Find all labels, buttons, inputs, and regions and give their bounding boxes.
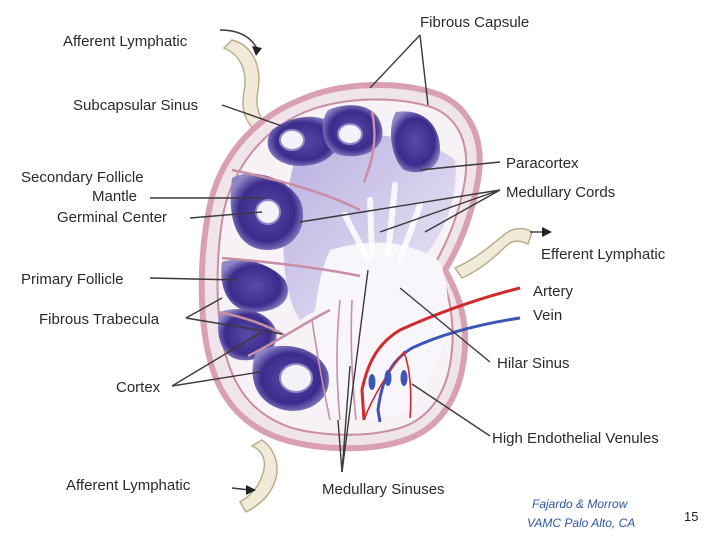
label-hilar-sinus: Hilar Sinus [497, 355, 570, 372]
medullary-sinuses [311, 299, 357, 421]
high-endothelial-venule [384, 370, 392, 386]
arrow-head [252, 46, 262, 56]
afferent-lymphatic-vessel-bottom [238, 439, 278, 513]
medullary-sinus [350, 299, 357, 421]
leader-medullary-sinuses-c [341, 269, 369, 473]
leader-trabecula-b [185, 297, 223, 319]
labels: Afferent Lymphatic Fibrous Capsule Subca… [21, 14, 666, 498]
label-medullary-sinuses: Medullary Sinuses [322, 481, 445, 498]
trabecula [231, 168, 361, 212]
medullary-cord [397, 202, 423, 263]
leader-cortex-b [171, 371, 261, 387]
leader-paracortex [419, 161, 501, 171]
label-vein: Vein [533, 307, 562, 324]
leader-medullary-cords-c [424, 189, 501, 233]
leader-medullary-sinuses-b [341, 365, 351, 473]
follicles [218, 105, 440, 411]
lymph-node [198, 39, 533, 513]
leader-fibrous-capsule-a [369, 34, 421, 89]
germinal-center [279, 363, 313, 393]
high-endothelial-venule [368, 374, 376, 390]
medullary-sinus [336, 299, 341, 421]
hev-loop [363, 350, 412, 421]
leader-germinal-center [189, 211, 263, 219]
medullary-cord [342, 212, 371, 263]
credit-line-1: Fajardo & Morrow [532, 497, 629, 511]
arrow-head [542, 227, 552, 237]
leader-medullary-cords-b [379, 189, 501, 233]
label-afferent-lymphatic-top: Afferent Lymphatic [63, 33, 188, 50]
label-fibrous-capsule: Fibrous Capsule [420, 14, 529, 31]
leader-cortex-a [171, 331, 263, 387]
label-secondary-follicle: Secondary Follicle [21, 169, 144, 186]
page-number: 15 [684, 509, 698, 524]
trabecula [362, 111, 376, 183]
trabecula [221, 256, 361, 278]
leader-primary-follicle [149, 277, 239, 281]
follicle [390, 111, 440, 173]
leader-fibrous-capsule-b [419, 34, 429, 106]
follicle [221, 259, 288, 312]
label-efferent-lymphatic: Efferent Lymphatic [541, 246, 666, 263]
leader-lines [149, 29, 552, 495]
label-germinal-center: Germinal Center [57, 209, 167, 226]
medullary-cord [367, 197, 375, 258]
credit: Fajardo & Morrow VAMC Palo Alto, CA [527, 497, 635, 530]
efferent-lymphatic-vessel [453, 227, 533, 279]
medulla-region [314, 242, 448, 419]
trabeculae [217, 111, 376, 358]
germinal-center [279, 129, 305, 151]
label-high-endothelial-venules: High Endothelial Venules [492, 430, 659, 447]
label-paracortex: Paracortex [506, 155, 579, 172]
leader-subcapsular-sinus [221, 104, 283, 127]
label-primary-follicle: Primary Follicle [21, 271, 124, 288]
arrow-head [246, 485, 256, 495]
artery-vessel [360, 286, 521, 421]
leader-trabecula-a [185, 317, 283, 335]
medullary-cords [342, 182, 423, 263]
medullary-cord [385, 182, 398, 258]
label-mantle: Mantle [92, 188, 137, 205]
germinal-center [337, 123, 363, 145]
label-cortex: Cortex [116, 379, 161, 396]
hilar-vessels [360, 286, 521, 423]
leader-medullary-sinuses-a [337, 419, 343, 473]
label-subcapsular-sinus: Subcapsular Sinus [73, 97, 198, 114]
label-fibrous-trabecula: Fibrous Trabecula [39, 311, 160, 328]
label-afferent-lymphatic-bottom: Afferent Lymphatic [66, 477, 191, 494]
label-artery: Artery [533, 283, 574, 300]
leader-hilar-sinus [399, 287, 491, 363]
trabecula [247, 308, 331, 358]
medullary-sinus [311, 319, 331, 421]
high-endothelial-venule [400, 370, 408, 386]
credit-line-2: VAMC Palo Alto, CA [527, 516, 635, 530]
leader-hev [411, 383, 491, 437]
leader-medullary-cords-a [299, 189, 501, 223]
vein-vessel [376, 316, 521, 423]
label-medullary-cords: Medullary Cords [506, 184, 615, 201]
